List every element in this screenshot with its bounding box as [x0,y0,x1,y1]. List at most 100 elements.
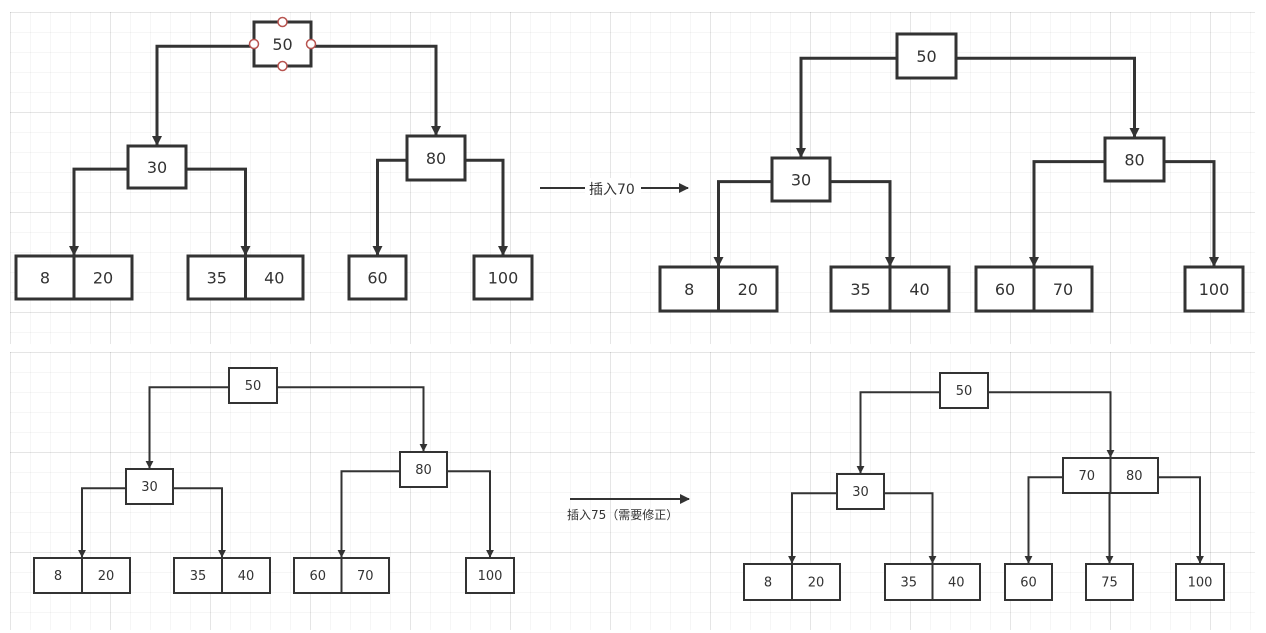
edges [713,56,1219,267]
leaf-node: 60 [1004,563,1053,601]
internal-node: 80 [1103,136,1166,183]
node-key: 40 [238,569,255,584]
node-key: 60 [309,569,326,584]
node-key: 80 [426,149,446,168]
leaf-node: 100 [472,254,534,301]
node-box [1004,563,1053,601]
tree-edge [1024,476,1063,564]
node-key: 70 [1078,469,1095,484]
node-box [1183,265,1245,313]
node-key: 20 [98,569,115,584]
node-key: 100 [488,268,519,287]
node-key: 30 [852,485,869,500]
tree-edge [1029,160,1105,267]
leaf-node: 60 70 [974,265,1094,313]
tree-edge [956,56,1140,138]
node-key: 35 [850,280,870,299]
node-box [126,144,188,190]
tree-edge [145,386,229,469]
node-key: 80 [1124,150,1144,169]
node-box [472,254,534,301]
node-box [228,367,278,404]
leaf-node: 35 40 [829,265,951,313]
node-key: 60 [1020,576,1037,591]
node-key: 50 [272,35,292,54]
tree-edge [1164,160,1219,267]
node-key: 80 [1126,469,1143,484]
node-key: 80 [415,463,432,478]
node-key: 70 [1053,280,1073,299]
tree-edge [856,391,940,474]
internal-node: 30 [836,473,885,510]
tree-edge [465,158,508,256]
tree-edge [311,44,441,136]
node-key: 40 [264,268,284,287]
node-box [1175,563,1225,601]
edges [788,391,1204,564]
node-box [1103,136,1166,183]
internal-node: 70 80 [1062,457,1159,494]
node-key: 60 [367,268,387,287]
node-box [836,473,885,510]
leaf-node: 8 20 [658,265,779,313]
tree-edge [713,180,772,267]
node-key: 8 [684,280,694,299]
selection-handles[interactable] [248,16,317,72]
tree-edge [337,470,400,558]
leaf-node: 60 70 [293,557,390,594]
node-key: 50 [956,384,973,399]
node-box [399,451,448,488]
tree-edge [186,167,251,256]
tree-edge [372,158,407,256]
node-box [939,372,989,409]
tree-edge [988,391,1115,458]
tree-edge [796,56,897,158]
node-key: 60 [995,280,1015,299]
internal-node: 30 [126,144,188,190]
leaf-node: 100 [1183,265,1245,313]
root-node: 50 [228,367,278,404]
root-node: 50 [895,32,958,80]
leaf-node: 60 [347,254,408,301]
tree-edge [830,180,895,267]
node-box [895,32,958,80]
leaf-node: 100 [465,557,515,594]
edges [78,386,494,558]
transition-insert-75: 插入75（需要修正） [567,494,690,522]
tree-edge [1158,476,1204,564]
node-key: 50 [245,379,262,394]
resize-handle[interactable] [277,16,288,28]
node-key: 20 [738,280,758,299]
root-node: 50 [939,372,989,409]
resize-handle[interactable] [248,38,260,50]
internal-node: 80 [399,451,448,488]
tree-after-insert-70: 50 30 80 8 20 35 40 60 70 100 [658,32,1245,313]
resize-handle[interactable] [305,38,317,50]
node-key: 20 [93,268,113,287]
internal-node: 30 [770,156,832,203]
transition-label: 插入70 [589,182,635,198]
node-key: 40 [909,280,929,299]
tree-edge [788,492,837,564]
resize-handle[interactable] [277,60,288,72]
internal-node: 30 [125,468,174,505]
tree-edge [884,492,937,564]
node-key: 100 [478,569,503,584]
nodes: 50 30 80 8 20 35 40 60 70 100 [658,32,1245,313]
node-key: 75 [1101,576,1118,591]
node-key: 35 [190,569,207,584]
node-key: 30 [141,480,158,495]
node-box [1085,563,1134,601]
node-key: 70 [357,569,374,584]
node-box [405,134,467,182]
